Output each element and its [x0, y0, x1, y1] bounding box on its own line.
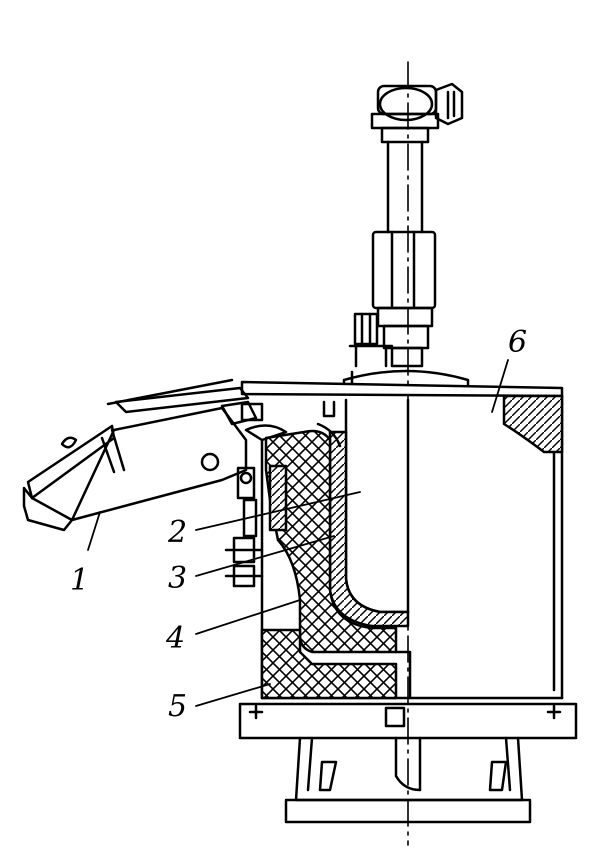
callout-2: 2	[167, 515, 187, 550]
shaft-tube	[386, 140, 424, 234]
base-plate	[238, 702, 578, 740]
support-stand	[284, 736, 532, 824]
callout-1: 1	[70, 563, 89, 598]
callout-3: 3	[168, 561, 187, 596]
callout-4: 4	[165, 621, 185, 656]
side-fittings	[224, 466, 264, 588]
lift-cylinder	[348, 230, 437, 368]
leader-lines	[87, 359, 509, 707]
drive-motor-assembly	[370, 82, 464, 144]
tilting-arm	[22, 378, 336, 532]
callout-5: 5	[168, 689, 187, 724]
callout-6: 6	[508, 325, 527, 360]
refractory-lining	[260, 429, 398, 700]
bottom-tray	[384, 650, 412, 728]
